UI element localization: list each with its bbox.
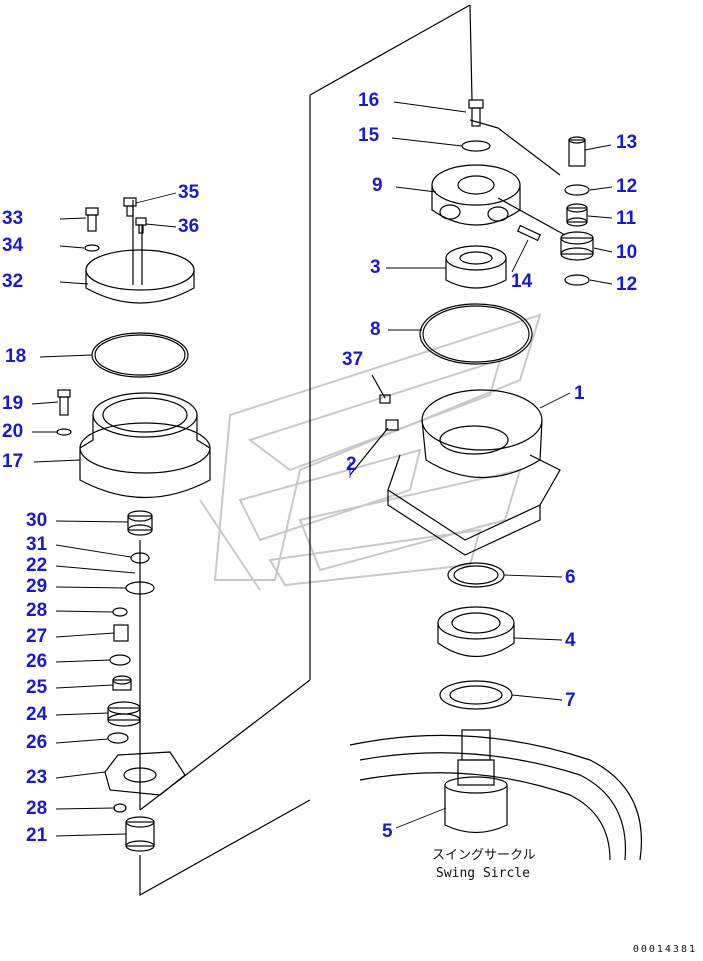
part-16-bolt xyxy=(468,99,484,127)
part-17-ring-gear xyxy=(79,392,211,499)
callout-24: 24 xyxy=(26,704,48,725)
leader-lines xyxy=(31,101,613,837)
callout-11: 11 xyxy=(616,208,637,229)
callout-12-lower: 12 xyxy=(616,274,638,295)
callout-9: 9 xyxy=(372,175,383,196)
callout-26-upper: 26 xyxy=(26,651,48,672)
callout-14: 14 xyxy=(511,271,533,292)
part-30-gear xyxy=(127,510,153,536)
callout-17: 17 xyxy=(2,451,24,472)
part-34-washer xyxy=(84,244,100,252)
part-4-bearing xyxy=(437,606,515,658)
part-37-fitting xyxy=(371,374,391,404)
callout-35: 35 xyxy=(178,182,200,203)
part-21-gear xyxy=(125,816,155,852)
part-5-pinion xyxy=(444,729,508,834)
swing-circle-caption-jp: スイングサークル xyxy=(432,848,536,863)
callout-3: 3 xyxy=(370,257,381,278)
callout-25: 25 xyxy=(26,677,48,698)
part-13-shaft xyxy=(568,136,586,167)
callout-8: 8 xyxy=(370,319,381,340)
callout-34: 34 xyxy=(2,235,24,256)
callout-19: 19 xyxy=(2,393,24,414)
part-26-washer-upper xyxy=(109,654,131,666)
callout-10: 10 xyxy=(616,242,638,263)
part-6-ring xyxy=(447,562,505,588)
callout-6: 6 xyxy=(565,567,576,588)
part-31-washer xyxy=(130,552,150,564)
part-28-washer-lower xyxy=(113,803,127,813)
callout-2: 2 xyxy=(346,454,357,475)
part-33-bolt xyxy=(85,207,99,232)
part-7-seal xyxy=(439,680,513,710)
swing-circle xyxy=(349,734,642,861)
part-27-shaft xyxy=(113,624,129,642)
part-9-carrier xyxy=(431,119,566,236)
callout-18: 18 xyxy=(5,346,27,367)
callout-15: 15 xyxy=(358,125,380,146)
callout-32: 32 xyxy=(2,271,24,292)
callout-23: 23 xyxy=(26,767,48,788)
callout-31: 31 xyxy=(26,534,48,555)
part-24-gear xyxy=(107,701,141,727)
callout-4: 4 xyxy=(565,630,576,651)
part-35-plug xyxy=(123,197,137,217)
part-11-needle-bearing xyxy=(566,203,588,227)
callout-36: 36 xyxy=(178,216,200,237)
assembly-frame-lines xyxy=(132,4,473,897)
document-number: 00014381 xyxy=(632,944,697,955)
callout-30: 30 xyxy=(26,510,48,531)
part-26-washer-lower xyxy=(107,732,129,744)
part-23-carrier xyxy=(104,751,186,796)
part-36-plug xyxy=(135,217,147,234)
callout-20: 20 xyxy=(2,421,24,442)
part-3-bearing xyxy=(445,245,507,289)
callout-13: 13 xyxy=(616,132,638,153)
callout-12-upper: 12 xyxy=(616,176,638,197)
part-12-washer-lower xyxy=(564,274,590,286)
part-14-pin xyxy=(516,224,542,242)
part-32-cover xyxy=(85,249,195,304)
callout-5: 5 xyxy=(382,821,393,842)
part-2-fitting xyxy=(349,419,399,476)
part-18-o-ring xyxy=(91,332,189,378)
callout-22: 22 xyxy=(26,555,48,576)
watermark-logo xyxy=(199,313,542,591)
swing-circle-caption-en: Swing Sircle xyxy=(436,866,530,881)
callout-29: 29 xyxy=(26,576,48,597)
part-8-o-ring xyxy=(419,303,533,365)
callout-1: 1 xyxy=(574,383,585,404)
callout-21: 21 xyxy=(26,825,48,846)
part-25-needle-bearing xyxy=(112,675,132,691)
part-12-washer-upper xyxy=(564,184,590,196)
part-19-bolt xyxy=(57,389,71,416)
part-15-washer xyxy=(461,140,491,152)
callout-16: 16 xyxy=(358,90,380,111)
callout-26-lower: 26 xyxy=(26,732,48,753)
part-28-washer-upper xyxy=(112,607,128,617)
callout-7: 7 xyxy=(565,690,576,711)
callout-33: 33 xyxy=(2,208,24,229)
callout-27: 27 xyxy=(26,626,48,647)
part-1-housing xyxy=(387,389,561,556)
part-10-planet-gear xyxy=(560,231,594,261)
callout-28-upper: 28 xyxy=(26,600,48,621)
callout-28-lower: 28 xyxy=(26,798,48,819)
callout-37: 37 xyxy=(342,349,364,370)
part-20-washer xyxy=(56,428,72,436)
